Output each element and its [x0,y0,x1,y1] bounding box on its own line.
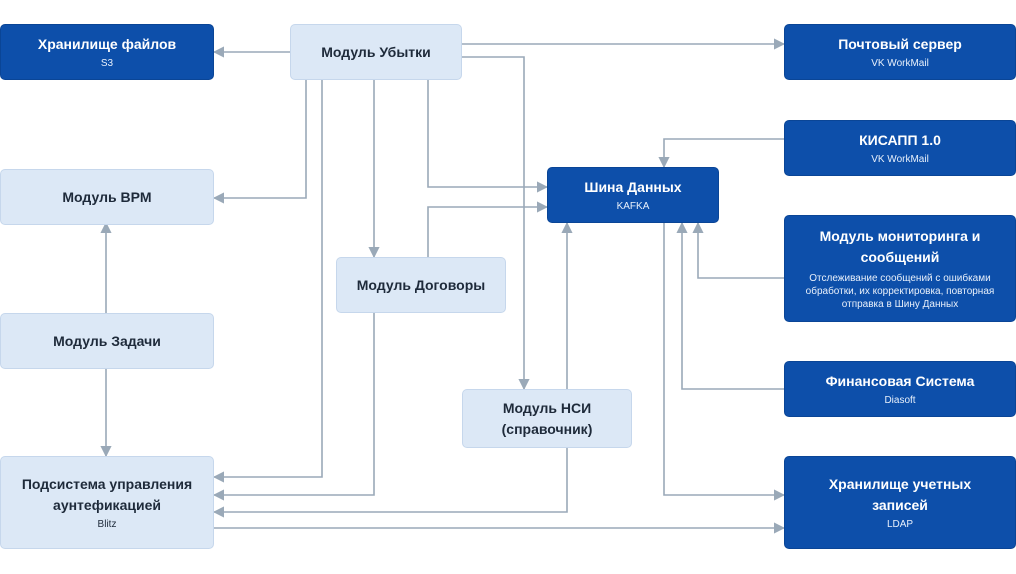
node-nsi-module-title: Модуль НСИ (справочник) [501,399,593,437]
edge-contracts-to-auth [212,313,375,501]
node-monitoring-module-title: Модуль мониторинга и сообщений [819,228,981,265]
node-kisapp-title: КИСАПП 1.0 [859,132,941,148]
node-mail-server-title: Почтовый сервер [838,36,962,52]
edge-kisapp-to-bus [658,138,784,169]
node-auth-subsystem: Подсистема управления аунтефикацией Blit… [0,456,214,549]
node-ldap-storage-title: Хранилище учетных записей [828,476,972,513]
node-finance-system-title: Финансовая Система [825,373,975,389]
node-finance-system: Финансовая Система Diasoft [784,361,1016,417]
node-kisapp-subtitle: VK WorkMail [871,154,929,165]
node-bpm-module-title: Модуль BPM [62,188,152,205]
node-contracts-module: Модуль Договоры [336,257,506,313]
node-file-storage-title: Хранилище файлов [37,36,177,52]
node-mail-server-subtitle: VK WorkMail [871,58,929,69]
edge-losses-to-bus [427,80,549,193]
node-kisapp: КИСАПП 1.0 VK WorkMail [784,120,1016,176]
node-finance-system-subtitle: Diasoft [884,395,916,406]
node-contracts-module-title: Модуль Договоры [356,276,486,293]
edge-monitor-to-bus [692,221,784,279]
node-tasks-module-title: Модуль Задачи [53,332,161,349]
edge-losses-to-nsi [462,56,530,391]
node-mail-server: Почтовый сервер VK WorkMail [784,24,1016,80]
edge-nsi-to-auth [212,448,568,518]
node-file-storage-subtitle: S3 [100,58,114,69]
node-data-bus-title: Шина Данных [584,179,682,195]
node-data-bus-subtitle: KAFKA [616,201,650,212]
node-monitoring-module: Модуль мониторинга и сообщений Отслежива… [784,215,1016,322]
edge-losses-to-bpm [212,80,307,204]
node-ldap-storage: Хранилище учетных записей LDAP [784,456,1016,549]
node-bpm-module: Модуль BPM [0,169,214,225]
node-data-bus: Шина Данных KAFKA [547,167,719,223]
edge-bus-to-ldap [663,223,786,501]
node-tasks-module: Модуль Задачи [0,313,214,369]
node-monitoring-module-subtitle: Отслеживание сообщений с ошибками обрабо… [805,273,995,310]
node-file-storage: Хранилище файлов S3 [0,24,214,80]
node-losses-module-title: Модуль Убытки [321,43,431,60]
edge-losses-to-auth [212,80,323,483]
node-auth-subsystem-subtitle: Blitz [97,519,117,530]
node-nsi-module: Модуль НСИ (справочник) [462,389,632,448]
node-ldap-storage-subtitle: LDAP [886,519,914,530]
edge-finance-to-bus [676,221,784,390]
node-auth-subsystem-title: Подсистема управления аунтефикацией [21,476,193,513]
edge-contracts-to-bus [427,201,549,257]
node-losses-module: Модуль Убытки [290,24,462,80]
